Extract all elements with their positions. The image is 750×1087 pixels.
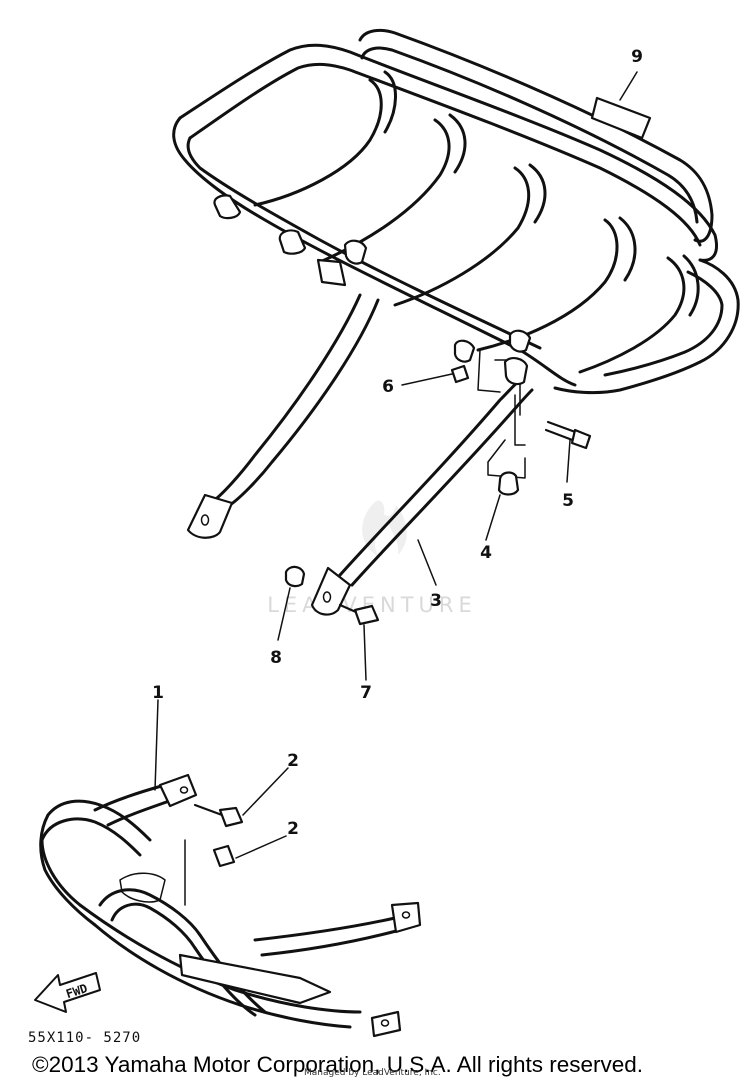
bolt-2-upper — [193, 803, 244, 828]
callout-9: 9 — [631, 47, 643, 67]
nut-6 — [450, 364, 470, 384]
callout-4: 4 — [480, 543, 492, 563]
callout-3: 3 — [430, 591, 442, 611]
callout-5: 5 — [562, 491, 574, 511]
copyright-notice: ©2013 Yamaha Motor Corporation, U.S.A. A… — [32, 1052, 644, 1077]
forward-direction-arrow-icon: FWD — [34, 972, 101, 1013]
copyright-overlay-text: Managed by LeadVenture, Inc. — [304, 1068, 441, 1078]
callout-8: 8 — [270, 648, 282, 668]
bolt-7 — [338, 603, 380, 626]
callout-1: 1 — [152, 683, 164, 703]
bracket-part — [487, 394, 526, 496]
decal-label — [590, 96, 652, 140]
rear-carrier-rack — [172, 28, 740, 539]
nut-8 — [284, 565, 306, 588]
front-bumper-guard — [39, 773, 422, 1038]
callout-7: 7 — [360, 683, 372, 703]
bolt-2-lower — [212, 844, 236, 868]
stay-bar — [310, 356, 534, 616]
callout-6: 6 — [382, 377, 394, 397]
callout-2-lower: 2 — [287, 819, 299, 839]
leader-lines — [154, 71, 638, 859]
diagram-part-code: 55X110- 5270 — [28, 1030, 142, 1046]
bolt-5 — [544, 420, 592, 450]
callout-2-upper: 2 — [287, 751, 299, 771]
fwd-label: FWD — [64, 981, 89, 1001]
